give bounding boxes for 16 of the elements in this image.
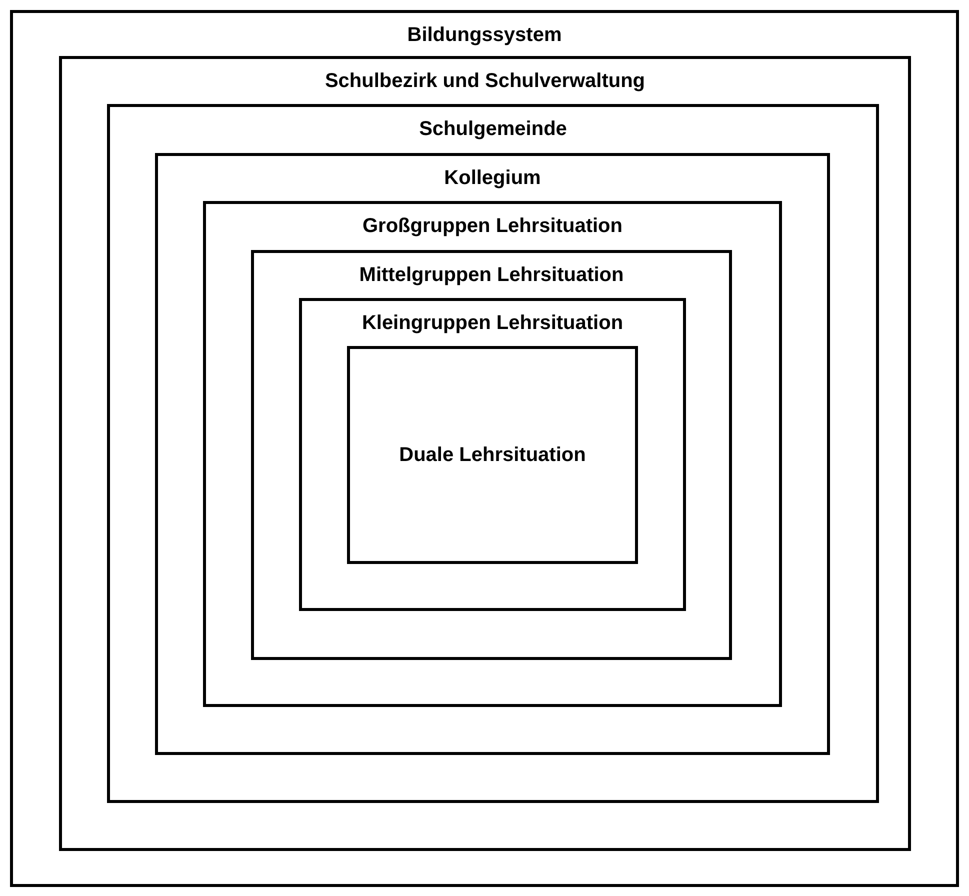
nested-box	[251, 250, 732, 660]
nested-box	[59, 56, 911, 851]
nested-box	[10, 10, 959, 887]
box-title: Bildungssystem	[406, 23, 563, 47]
nested-box	[107, 104, 879, 803]
box-title: Kleingruppen Lehrsituation	[360, 311, 624, 335]
nested-box	[203, 201, 782, 707]
box-title: Mittelgruppen Lehrsituation	[358, 263, 625, 287]
box-title: Großgruppen Lehrsituation	[362, 214, 624, 238]
nested-box	[155, 153, 830, 755]
nested-box	[347, 346, 638, 564]
box-title: Kollegium	[443, 166, 542, 190]
box-title: Schulbezirk und Schulverwaltung	[324, 69, 646, 93]
box-label: Duale Lehrsituation	[398, 443, 587, 468]
box-title: Schulgemeinde	[418, 117, 568, 141]
nested-box	[299, 298, 686, 611]
